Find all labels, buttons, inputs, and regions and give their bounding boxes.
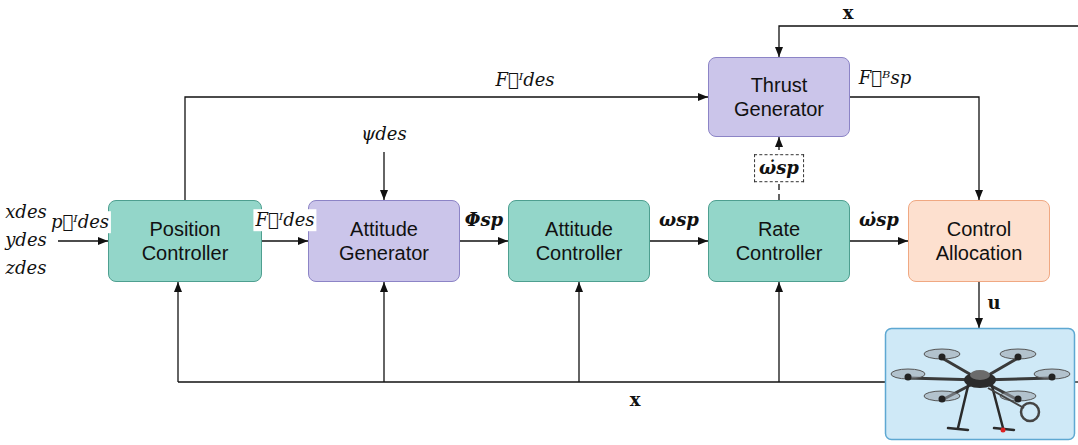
command-arrow xyxy=(978,282,979,328)
signal-label: ω̇sp xyxy=(754,154,804,182)
signal-label: ω̇sp xyxy=(857,209,901,231)
command-label: u xyxy=(985,292,1002,314)
state-label: x xyxy=(628,389,643,411)
feedback-arrow xyxy=(778,282,779,382)
signal-arrow xyxy=(262,240,308,241)
signal-arrow xyxy=(185,97,708,200)
signal-arrow xyxy=(850,240,908,241)
signal-arrow xyxy=(850,97,979,200)
state-label: x xyxy=(841,2,856,24)
yaw-input-arrow xyxy=(383,152,384,200)
input-name: ydes xyxy=(3,229,49,251)
feedback-arrow xyxy=(383,282,384,382)
generator-block: Attitude Generator xyxy=(308,200,460,282)
controller-block: Rate Controller xyxy=(708,200,850,282)
feedback-arrow xyxy=(779,26,1078,57)
block-title: Rate Controller xyxy=(723,217,835,265)
signal-label: F⃗ᴵdes xyxy=(493,69,556,91)
signal-label: ψdes xyxy=(359,123,409,145)
signal-label: F⃗ᴮsp xyxy=(857,67,913,89)
input-name: zdes xyxy=(4,257,49,279)
controller-block: Attitude Controller xyxy=(508,200,650,282)
block-title: Thrust Generator xyxy=(723,73,835,121)
input-name: xdes xyxy=(3,201,49,223)
signal-arrow xyxy=(460,240,508,241)
hexacopter-illustration xyxy=(886,329,1075,440)
signal-label: ωsp xyxy=(657,209,701,231)
signal-label: Φsp xyxy=(463,209,505,231)
signal-label: p⃗ᴵdes xyxy=(49,211,111,233)
controller-block: Position Controller xyxy=(108,200,262,282)
feedback-arrow xyxy=(578,282,579,382)
block-title: Control Allocation xyxy=(923,217,1035,265)
block-title: Attitude Controller xyxy=(523,217,635,265)
signal-arrow xyxy=(650,240,708,241)
generator-block: Thrust Generator xyxy=(708,57,850,137)
signal-label: F⃗ᴵdes xyxy=(253,209,316,231)
block-title: Attitude Generator xyxy=(323,217,445,265)
feedback-arrow xyxy=(177,282,178,382)
feedback-line xyxy=(1075,381,1078,382)
input-arrow xyxy=(58,240,108,241)
allocation-block: Control Allocation xyxy=(908,200,1050,282)
block-title: Position Controller xyxy=(123,217,247,265)
